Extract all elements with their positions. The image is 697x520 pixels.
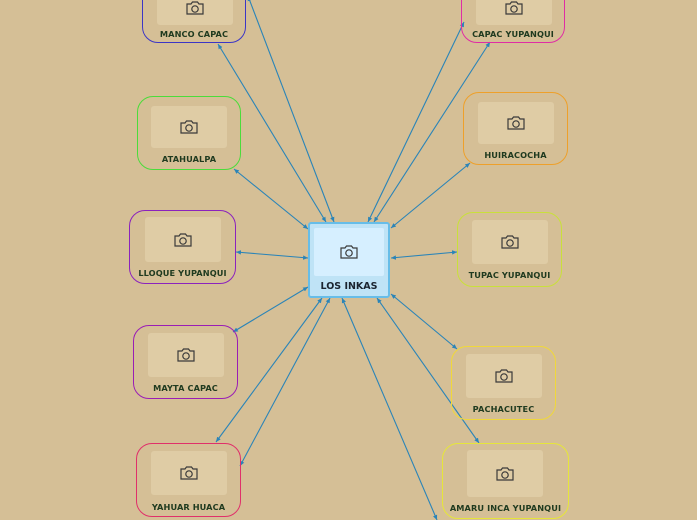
photo-placeholder (467, 450, 543, 497)
connector-line-8 (232, 286, 309, 333)
node-label: CAPAC YUPANQUI (472, 29, 554, 39)
photo-placeholder (145, 217, 221, 262)
camera-icon (496, 466, 514, 481)
photo-placeholder (478, 102, 554, 144)
node-tupac-yupanqui[interactable]: TUPAC YUPANQUI (457, 212, 562, 287)
central-topic-label: LOS INKAS (320, 281, 378, 292)
node-manco-capac[interactable]: MANCO CAPAC (142, 0, 246, 43)
node-huiracocha[interactable]: HUIRACOCHA (463, 92, 568, 165)
photo-placeholder (314, 228, 384, 276)
camera-icon (340, 245, 358, 259)
connector-line-0 (247, 0, 335, 223)
photo-placeholder (148, 333, 224, 377)
camera-icon (507, 116, 525, 130)
connector-line-6 (235, 250, 309, 260)
node-label: ATAHUALPA (161, 154, 217, 164)
node-label: MANCO CAPAC (159, 29, 229, 39)
connector-line-11 (239, 297, 331, 467)
connector-line-2 (367, 21, 465, 223)
photo-placeholder (151, 451, 227, 495)
camera-icon (495, 369, 513, 383)
photo-placeholder (157, 0, 233, 25)
connector-line-4 (233, 168, 309, 230)
camera-icon (180, 466, 198, 480)
connector-line-7 (390, 250, 458, 260)
connector-line-9 (390, 293, 458, 350)
photo-placeholder (151, 106, 227, 148)
node-lloque-yupanqui[interactable]: LLOQUE YUPANQUI (129, 210, 236, 284)
node-atahualpa[interactable]: ATAHUALPA (137, 96, 241, 170)
central-topic-node[interactable]: LOS INKAS (308, 222, 390, 298)
node-label: HUIRACOCHA (484, 150, 547, 160)
connector-line-13 (341, 297, 438, 520)
node-label: MAYTA CAPAC (153, 383, 218, 393)
node-mayta-capac[interactable]: MAYTA CAPAC (133, 325, 238, 399)
node-label: YAHUAR HUACA (151, 502, 226, 512)
connector-line-5 (390, 162, 471, 229)
node-capac-yupanqui[interactable]: CAPAC YUPANQUI (461, 0, 565, 43)
camera-icon (177, 348, 195, 362)
camera-icon (505, 1, 523, 15)
node-label: AMARU INCA YUPANQUI (449, 503, 562, 513)
photo-placeholder (466, 354, 542, 398)
photo-placeholder (476, 0, 552, 25)
node-amaru-inca-yupanqui[interactable]: AMARU INCA YUPANQUI (442, 443, 569, 519)
node-label: PACHACUTEC (472, 404, 535, 414)
camera-icon (180, 120, 198, 134)
photo-placeholder (472, 220, 548, 264)
node-label: TUPAC YUPANQUI (468, 270, 551, 280)
camera-icon (501, 235, 519, 249)
node-pachacutec[interactable]: PACHACUTEC (451, 346, 556, 420)
camera-icon (186, 1, 204, 15)
camera-icon (174, 232, 192, 247)
node-yahuar-huaca[interactable]: YAHUAR HUACA (136, 443, 241, 517)
node-label: LLOQUE YUPANQUI (138, 268, 227, 278)
